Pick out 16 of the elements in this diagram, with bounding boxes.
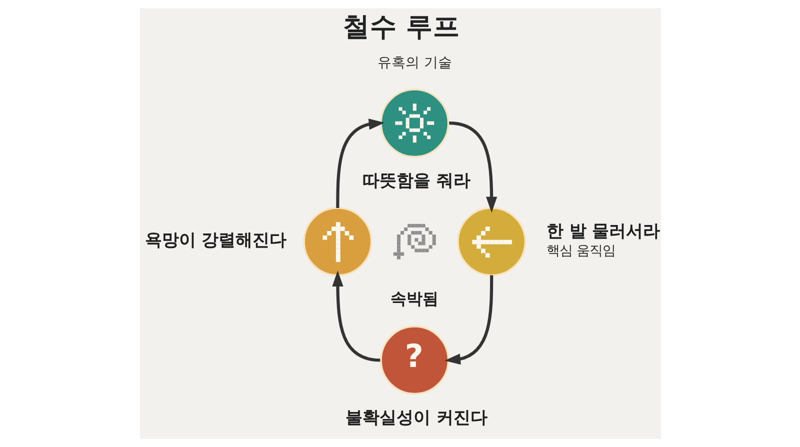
- node-circle: [380, 88, 449, 158]
- node-circle: ?: [380, 326, 449, 395]
- label: 유혹의 기술: [377, 55, 452, 72]
- label: 속박됨: [390, 288, 438, 308]
- node-label: 한 발 물러서라: [546, 220, 660, 241]
- node-circle: [302, 207, 372, 276]
- arrow: [336, 118, 384, 208]
- node-label: 불확실성이 커진다: [345, 407, 488, 428]
- arrow: [332, 270, 380, 362]
- arrow: [444, 275, 493, 365]
- node-label: 핵심 움직임: [546, 244, 616, 259]
- node-label: 따뜻함을 줘라: [362, 170, 470, 190]
- diagram-title: 철수 루프: [342, 12, 460, 43]
- arrow: [448, 122, 497, 213]
- node-label: 욕망이 강렬해진다: [144, 229, 286, 250]
- node-circle: [456, 207, 526, 276]
